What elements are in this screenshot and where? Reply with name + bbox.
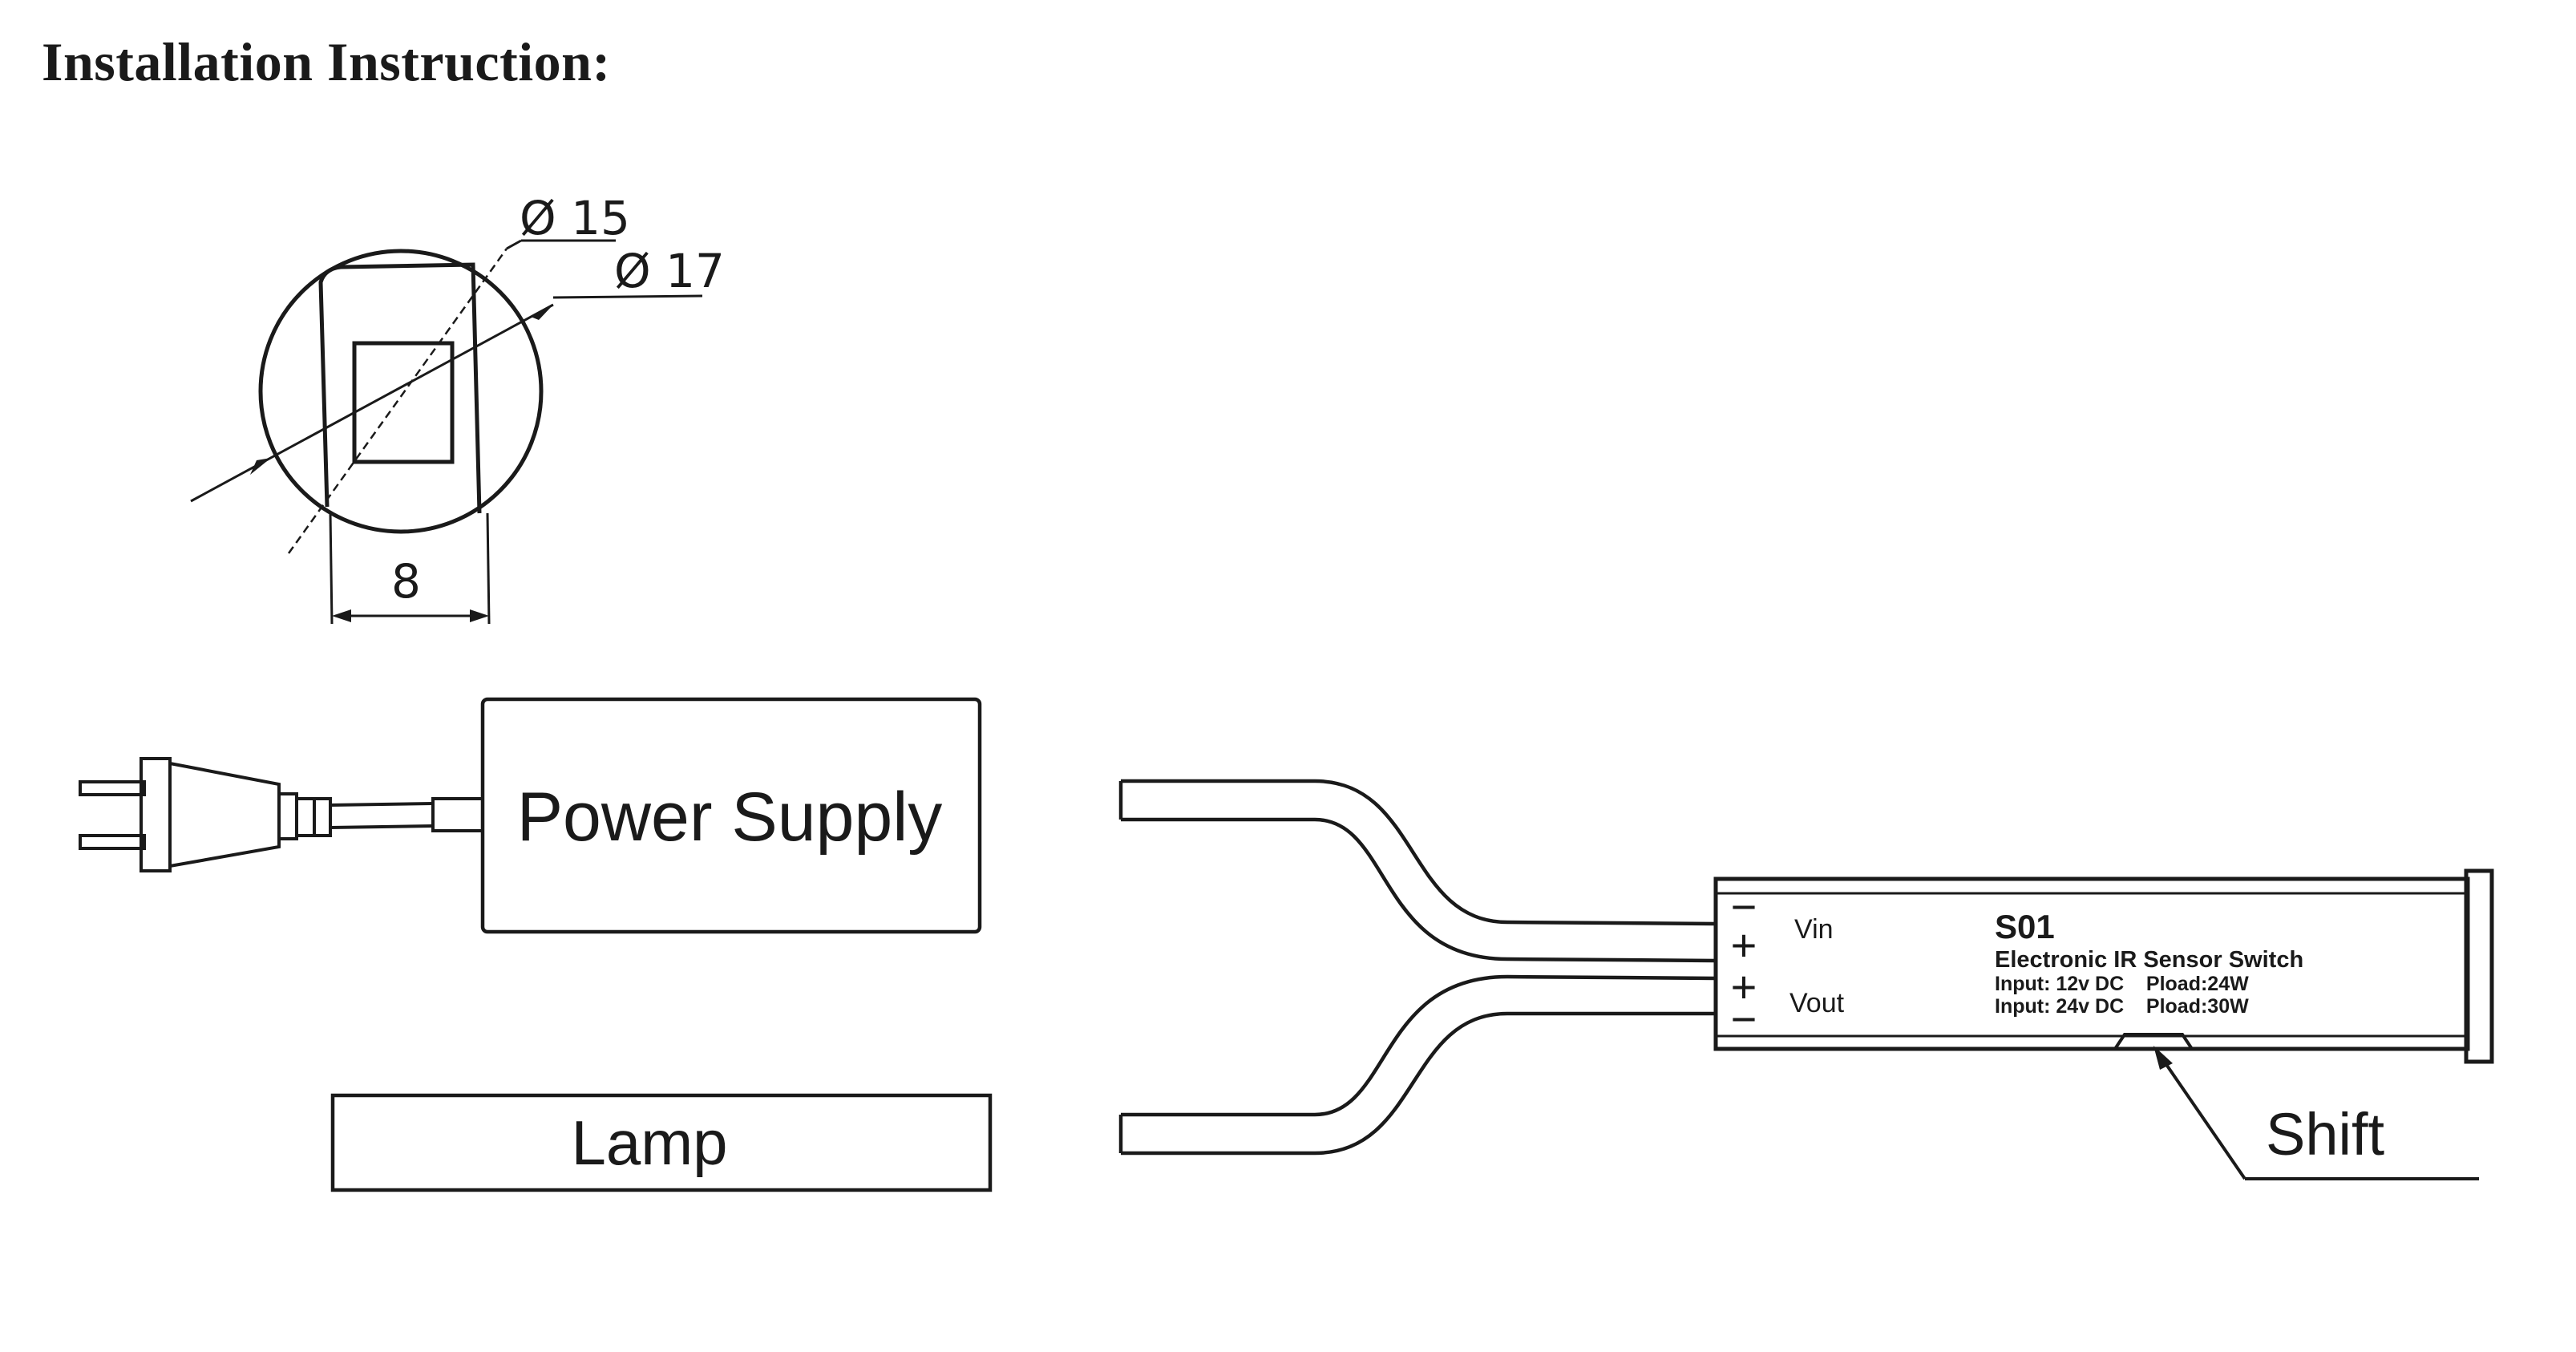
- arrowhead-d17-left: [250, 458, 271, 475]
- dimension-leader-d15-solid: [506, 239, 522, 250]
- polarity-vin-plus: +: [1731, 920, 1757, 970]
- extension-line-left: [329, 512, 334, 625]
- dimension-label-width: 8: [391, 554, 421, 609]
- dimension-label-d17: Ø 17: [614, 244, 725, 298]
- y-split-cables: [1118, 779, 1717, 1156]
- polarity-vout-minus: −: [1731, 994, 1757, 1044]
- dimension-leader-d17: [190, 303, 554, 503]
- switch-description: Electronic IR Sensor Switch: [1995, 947, 2303, 973]
- arrowhead-d17-right: [531, 305, 553, 320]
- lamp-label: Lamp: [571, 1107, 727, 1178]
- sensor-inner-outline: [318, 262, 482, 514]
- cable-vin-inner: [1121, 817, 1717, 963]
- dimension-leader-d15: [287, 248, 508, 554]
- power-supply-label: Power Supply: [517, 779, 943, 856]
- polarity-vout-plus: +: [1731, 961, 1757, 1012]
- vout-label: Vout: [1789, 988, 1845, 1018]
- vin-label: Vin: [1794, 914, 1834, 945]
- sensor-window: [352, 341, 455, 464]
- switch-body: [1713, 868, 2494, 1064]
- switch-model-label: S01: [1995, 908, 2055, 945]
- switch-spec-line-1: Input: 12v DC Pload:24W: [1995, 973, 2249, 995]
- cable-bottom: [330, 824, 434, 829]
- cable-vout-inner: [1121, 974, 1717, 1117]
- sensor-head-drawing: Ø 15 Ø 17 8: [190, 191, 725, 625]
- extension-line-right: [486, 512, 491, 625]
- switch-end-cap: [2464, 868, 2494, 1064]
- lamp-box: [330, 1093, 993, 1192]
- cable-vout-outer: [1121, 1011, 1716, 1156]
- plug-collar-1: [295, 797, 316, 837]
- cable-top: [330, 802, 434, 807]
- cable-vin-outer: [1121, 779, 1717, 926]
- plug-collar-2: [313, 797, 332, 837]
- page-title: Installation Instruction:: [42, 31, 611, 92]
- arrowhead-width-left: [332, 609, 351, 622]
- dimension-label-d15: Ø 15: [520, 191, 630, 245]
- power-supply-box: [480, 697, 982, 934]
- shift-label: Shift: [2266, 1101, 2385, 1168]
- plug-strain-relief: [277, 792, 298, 840]
- shift-leader: [2155, 1049, 2246, 1180]
- switch-spec-line-2: Input: 24v DC Pload:30W: [1995, 995, 2249, 1018]
- plug-prong-top: [79, 780, 146, 796]
- plug-prong-bottom: [79, 834, 146, 850]
- shift-button: [2113, 1033, 2194, 1050]
- dimension-shelf-d17: [552, 294, 703, 299]
- plug-body: [168, 761, 281, 868]
- plug-face: [140, 757, 172, 872]
- arrowhead-width-right: [470, 609, 489, 622]
- sensor-outer-circle: [258, 249, 544, 534]
- cable-strain-relief: [431, 797, 484, 832]
- polarity-vin-minus: −: [1731, 881, 1757, 932]
- shift-arrowhead: [2153, 1046, 2173, 1070]
- plug-assembly: [79, 757, 484, 872]
